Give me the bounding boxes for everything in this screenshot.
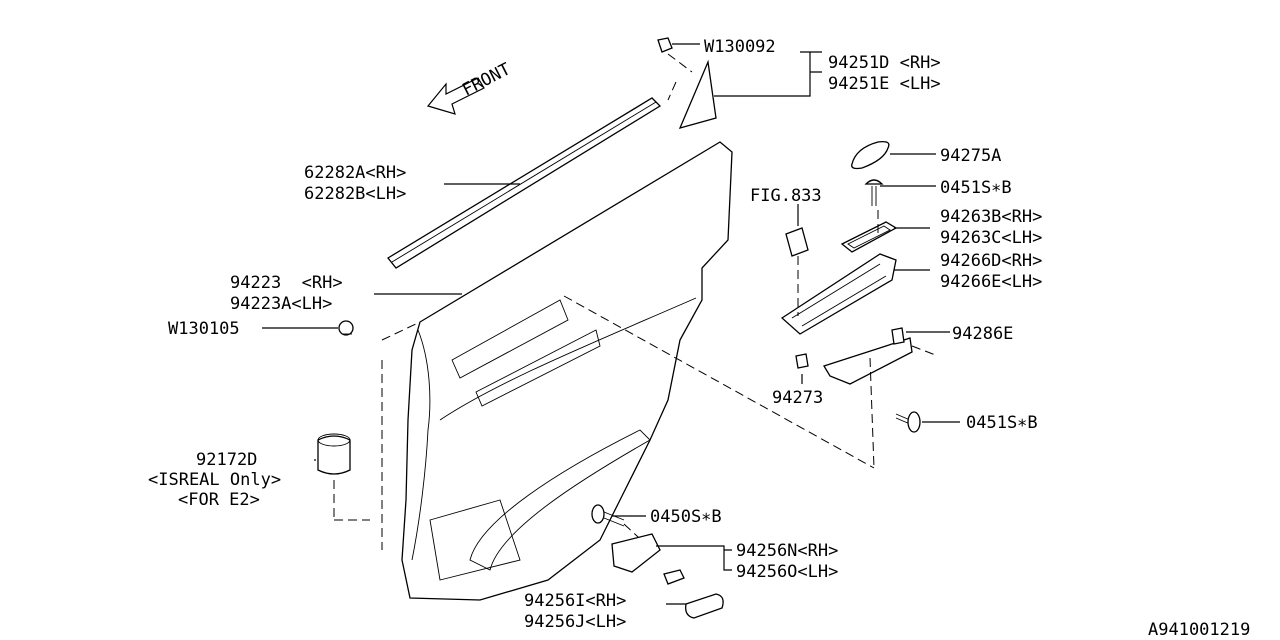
label-94256j-lh: 94256J<LH> xyxy=(524,612,626,632)
label-w130105: W130105 xyxy=(168,319,240,339)
label-0451s-top: 0451S∗B xyxy=(940,178,1012,198)
screw-0450s-part xyxy=(591,504,625,527)
window-switch-part xyxy=(785,227,809,257)
label-92172-note1: <ISREAL Only> xyxy=(148,470,281,490)
label-fig833: FIG.833 xyxy=(750,186,822,206)
label-94256o-lh: 94256O<LH> xyxy=(736,562,838,582)
cup-holder-part xyxy=(317,433,351,475)
armrest-panel-part xyxy=(780,253,897,335)
label-94251-lh: 94251E <LH> xyxy=(828,74,941,94)
bracket-94286e-part xyxy=(823,327,913,385)
label-94273: 94273 xyxy=(772,388,823,408)
cover-94275a-part xyxy=(851,140,890,170)
label-62282-lh: 62282B<LH> xyxy=(304,184,406,204)
handle-94256n-part xyxy=(611,533,685,585)
label-94275a: 94275A xyxy=(940,146,1001,166)
label-94263-rh: 94263B<RH> xyxy=(940,207,1042,227)
door-trim-panel xyxy=(401,141,733,601)
front-label: FRONT xyxy=(459,59,514,100)
label-92172-part: 92172D xyxy=(196,450,257,470)
clip-94273-part xyxy=(795,353,809,369)
weatherstrip-part xyxy=(387,97,662,269)
screw-bottom-part xyxy=(895,411,921,433)
label-0450s: 0450S∗B xyxy=(650,507,722,527)
label-94286e: 94286E xyxy=(952,324,1013,344)
label-92172-note2: <FOR E2> xyxy=(178,490,260,510)
bezel-94263-part xyxy=(840,221,898,253)
catalog-id: A941001219 xyxy=(1148,620,1250,640)
label-94256i-rh: 94256I<RH> xyxy=(524,591,626,611)
garnish-part xyxy=(657,37,717,129)
label-94266-rh: 94266D<RH> xyxy=(940,251,1042,271)
front-arrow-icon xyxy=(426,77,485,115)
label-94223-rh: 94223 <RH> xyxy=(230,273,343,293)
label-62282-rh: 62282A<RH> xyxy=(304,163,406,183)
label-0451s-bot: 0451S∗B xyxy=(966,413,1038,433)
label-94263-lh: 94263C<LH> xyxy=(940,228,1042,248)
label-94266-lh: 94266E<LH> xyxy=(940,272,1042,292)
cap-94256i-part xyxy=(685,593,724,619)
clip-w130105-part xyxy=(338,320,354,336)
screw-top-part xyxy=(864,179,884,206)
label-94251-rh: 94251D <RH> xyxy=(828,53,941,73)
label-94223-lh: 94223A<LH> xyxy=(230,294,332,314)
label-w130092: W130092 xyxy=(704,37,776,57)
label-94256n-rh: 94256N<RH> xyxy=(736,541,838,561)
